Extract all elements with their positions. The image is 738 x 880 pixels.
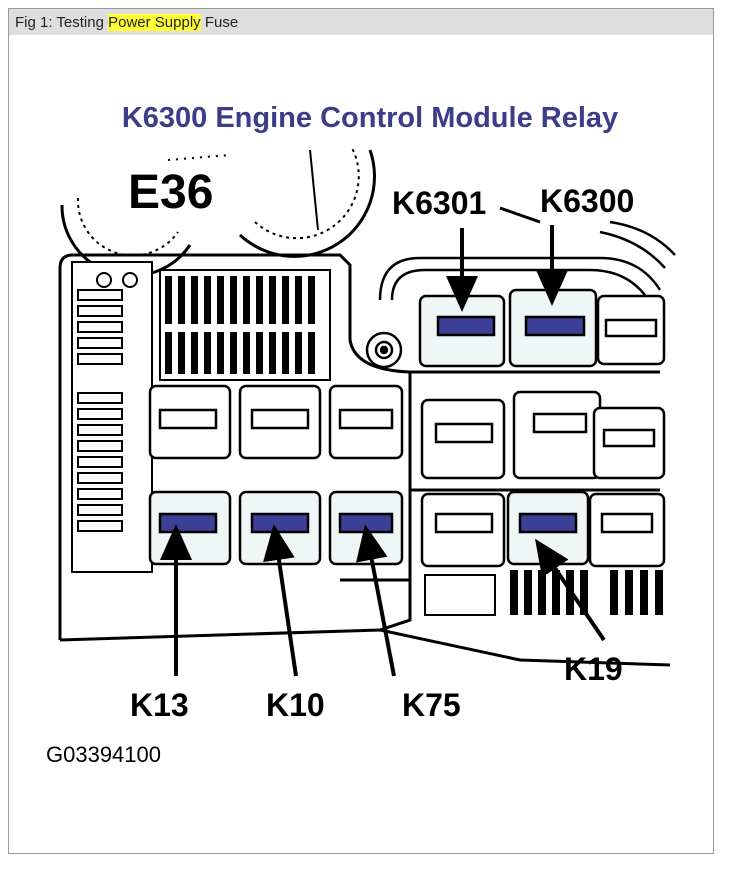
relay-plain [238,384,322,460]
label-k75: K75 [402,687,461,723]
caption-prefix: Fig 1: Testing [15,14,109,31]
relay-plain [328,384,404,460]
label-k19: K19 [564,651,623,687]
arrow-k75 [356,524,396,677]
relay-plain [420,492,506,568]
label-k6300: K6300 [540,183,634,219]
label-connector-line [499,206,541,224]
relay-plain [596,294,666,366]
relay-plain [512,390,602,480]
label-k13: K13 [130,687,189,723]
relay-plain [592,406,666,480]
relay-plain [148,384,232,460]
diagram-title: K6300 Engine Control Module Relay [121,102,619,134]
caption-bar: Fig 1: Testing Power Supply Fuse [9,9,713,35]
wire-harness [378,220,676,301]
relay-plain [420,398,506,480]
pointer-arrows [160,225,606,677]
vertical-fuse-strip [159,269,331,381]
relay-k6300 [508,288,598,368]
relay-k10 [238,490,322,566]
arrow-k19 [534,538,606,642]
relay-k6301 [418,294,506,368]
relay-k19 [506,490,590,566]
caption-highlight: Power Supply [108,14,201,31]
label-k6301: K6301 [392,185,486,221]
relay-group [148,294,666,568]
figure-caption: Fig 1: Testing Power Supply Fuse [15,14,238,31]
label-k10: K10 [266,687,325,723]
relay-k13 [148,490,232,566]
left-fuse-column [71,261,153,573]
caption-suffix: Fuse [200,14,239,31]
diagram-code: G03394100 [46,742,161,767]
mounting-nut [365,331,403,369]
relay-plain [588,492,666,568]
round-connectors [60,147,376,278]
box-label-e36: E36 [128,166,213,219]
lower-fuse-strip [424,570,663,616]
arrow-k10 [263,524,298,677]
relay-k75 [328,490,404,566]
